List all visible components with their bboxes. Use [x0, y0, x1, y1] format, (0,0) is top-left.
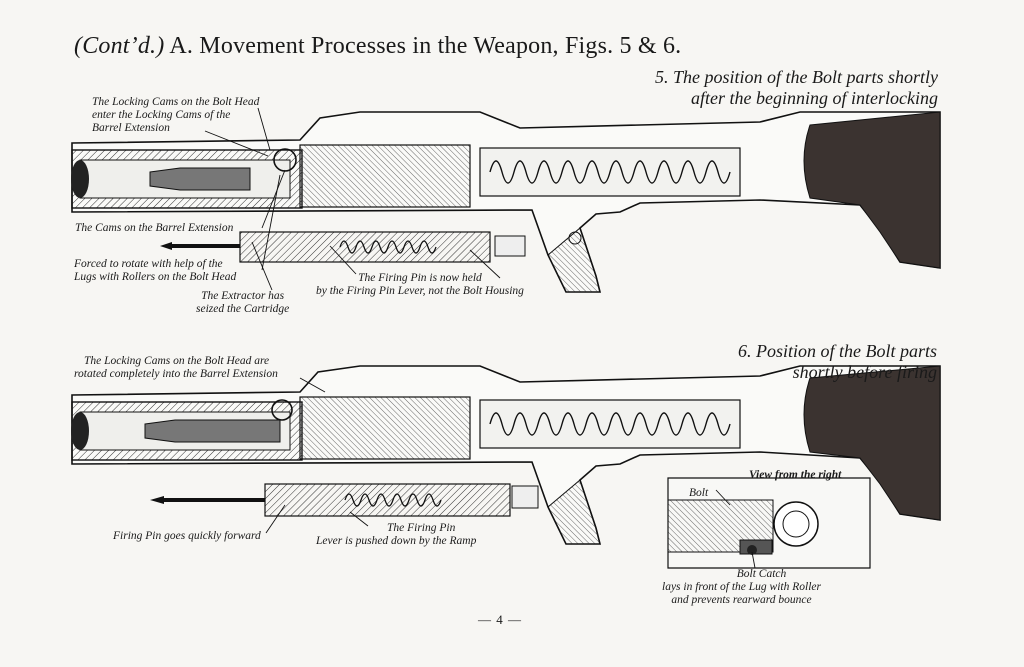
figure5-drawing [71, 107, 941, 293]
page-title: (Cont’d.) A. Movement Processes in the W… [74, 33, 681, 60]
label-line: and prevents rearward bounce [671, 594, 812, 606]
figure6-drawing [71, 365, 941, 569]
figure5-leaders [204, 107, 501, 291]
inset-label-bolt-catch: Bolt Catch lays in front of the Lug with… [662, 568, 821, 607]
label-line: enter the Locking Cams of the [92, 109, 231, 121]
title-main: A. Movement Processes in the Weapon, Fig… [169, 33, 682, 59]
figure5-caption-line1: 5. The position of the Bolt parts shortl… [654, 67, 938, 87]
label-line: by the Firing Pin Lever, not the Bolt Ho… [316, 285, 524, 297]
inset-label-bolt: Bolt [689, 487, 709, 499]
label-line: The Firing Pin [386, 522, 456, 534]
figure6-leaders [265, 377, 756, 569]
label-line: The Extractor has [201, 290, 285, 302]
label-line: rotated completely into the Barrel Exten… [74, 368, 278, 380]
figure6-caption-line1: 6. Position of the Bolt parts [737, 341, 937, 361]
page-number: — 4 — [478, 612, 522, 627]
figure5-cartridge [149, 167, 251, 191]
label-line: Forced to rotate with help of the [74, 258, 223, 270]
label-forced-to-rotate: Forced to rotate with help of the Lugs w… [74, 258, 236, 284]
figure5-recoil-spring [489, 160, 731, 184]
figure6-stock [803, 365, 941, 521]
label-line: The Locking Cams on the Bolt Head are [84, 355, 270, 367]
label-firing-pin-forward: Firing Pin goes quickly forward [113, 530, 261, 542]
label-line: The Firing Pin is now held [358, 272, 482, 284]
figure5-caption-line2: after the beginning of interlocking [691, 88, 938, 108]
label-firing-pin-held: The Firing Pin is now held by the Firing… [316, 272, 524, 298]
figure6-exploded-bolt [264, 483, 511, 517]
figure6-cartridge [144, 419, 281, 443]
figure6-caption-line2: shortly before firing [792, 362, 937, 382]
figure5-caption: 5. The position of the Bolt parts shortl… [655, 67, 938, 109]
title-prefix: (Cont’d.) [74, 33, 165, 59]
label-firing-pin-lever-pushed: The Firing Pin Lever is pushed down by t… [316, 522, 476, 548]
figure6-recoil-spring [489, 412, 731, 436]
label-line: lays in front of the Lug with Roller [662, 581, 821, 593]
figure6-inset-drawing [667, 477, 871, 569]
label-extractor: The Extractor has seized the Cartridge [196, 290, 289, 316]
label-line: Lugs with Rollers on the Bolt Head [74, 271, 237, 283]
figure6-caption: 6. Position of the Bolt parts shortly be… [738, 341, 937, 383]
label-line: The Locking Cams on the Bolt Head [92, 96, 260, 108]
label-line: Bolt Catch [736, 568, 787, 580]
label-line: Barrel Extension [92, 122, 170, 134]
label-locking-cams-rotated: The Locking Cams on the Bolt Head are ro… [74, 355, 278, 381]
label-cams-barrel-extension: The Cams on the Barrel Extension [75, 222, 234, 234]
label-line: Lever is pushed down by the Ramp [316, 535, 477, 547]
inset-title: View from the right [749, 469, 842, 481]
figure5-exploded-bolt [239, 231, 491, 263]
label-locking-cams-enter: The Locking Cams on the Bolt Head enter … [92, 96, 259, 135]
figure5-stock [803, 111, 941, 269]
label-line: seized the Cartridge [196, 303, 290, 315]
